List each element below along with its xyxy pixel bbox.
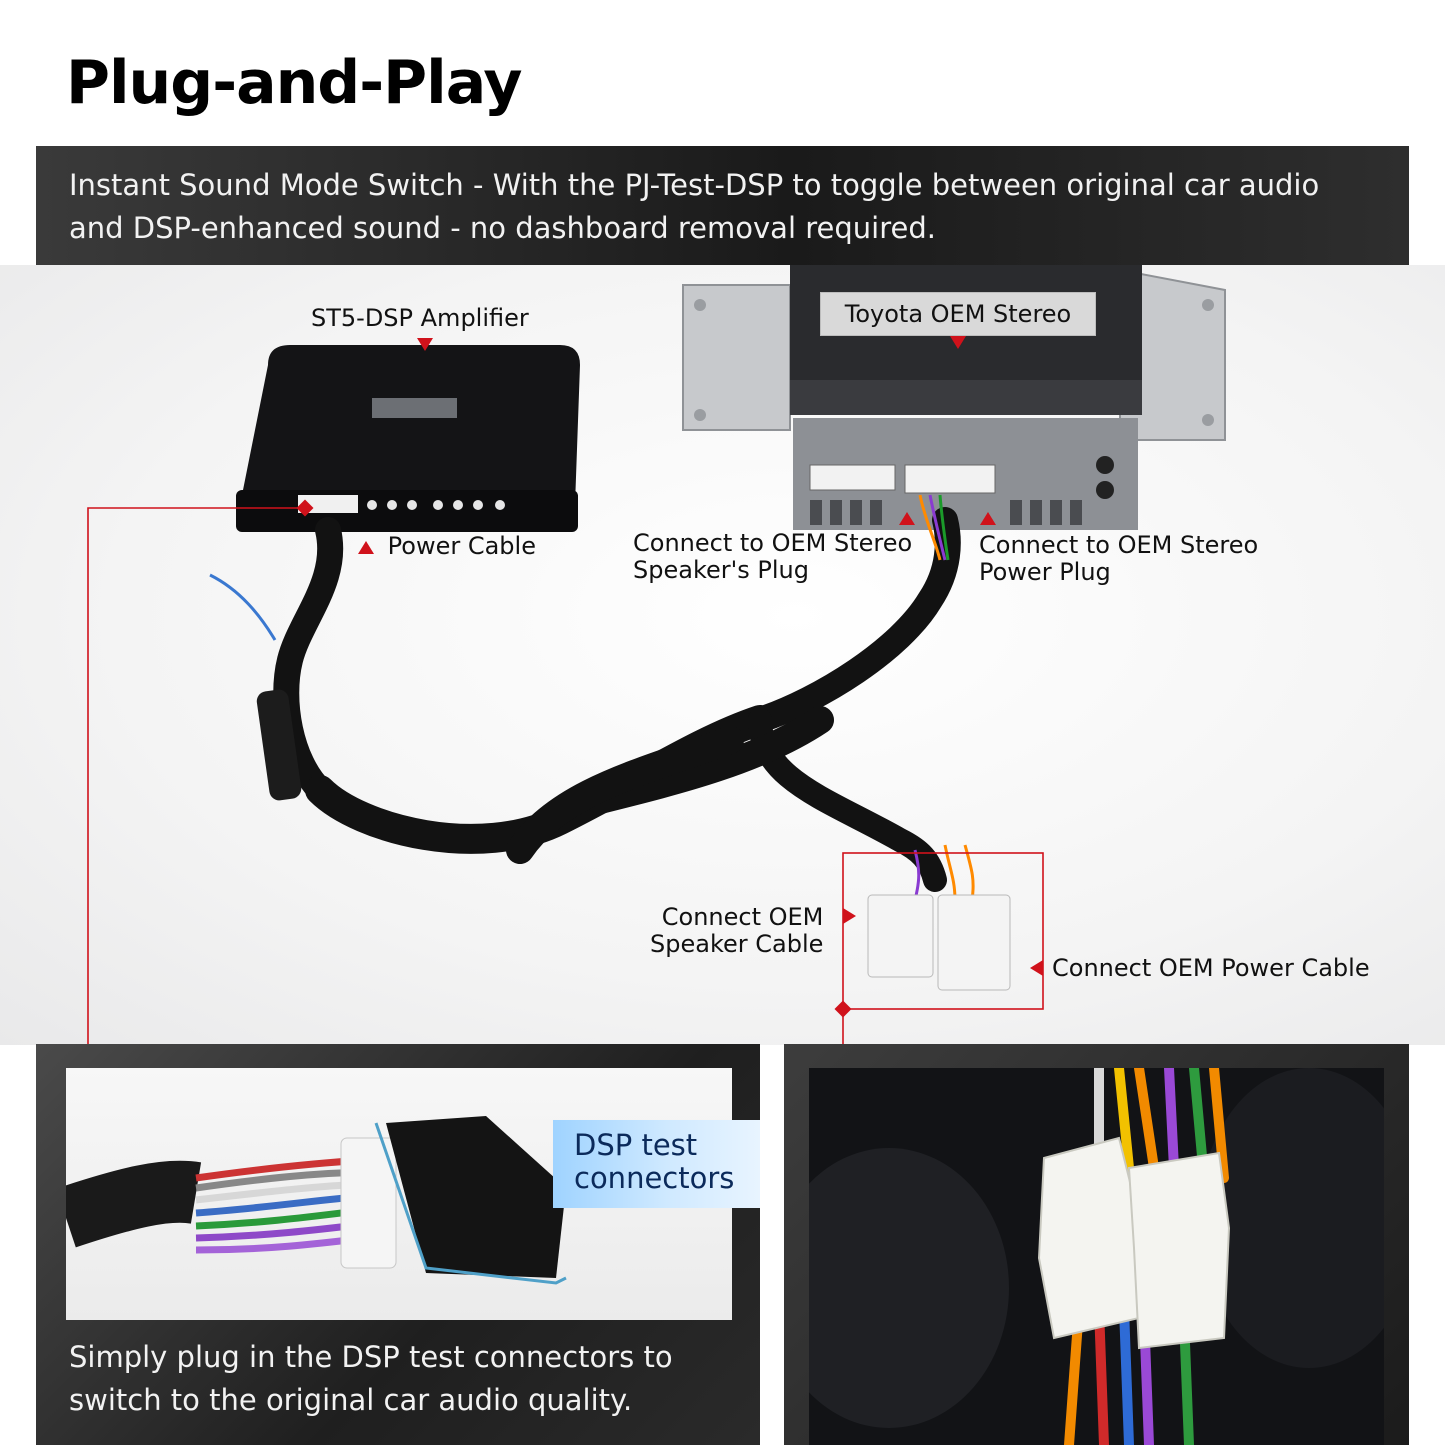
dsp-connector-illustration: [66, 1116, 567, 1285]
callout-lines: [87, 507, 1044, 1044]
stereo-label-badge: Toyota OEM Stereo: [820, 292, 1096, 336]
installed-connectors-photo: [809, 1068, 1384, 1445]
dsp-test-badge: DSP test connectors: [553, 1120, 760, 1208]
oem-power-plug-label: Connect to OEM Stereo Power Plug: [979, 531, 1259, 586]
blue-wire: [209, 573, 277, 641]
power-cable-arrow-icon: [358, 541, 374, 554]
power-cable-label: Power Cable: [387, 532, 536, 560]
oem-speaker-cable-label: Connect OEM Speaker Cable: [650, 903, 824, 958]
amplifier-arrow-icon: [417, 338, 433, 351]
power-cable-oem-arrow-icon: [1030, 960, 1043, 976]
oem-power-cable-label: Connect OEM Power Cable: [1052, 954, 1370, 982]
colored-wires: [913, 494, 975, 901]
oem-connectors: [867, 894, 1011, 991]
inline-module: [256, 689, 302, 801]
oem-install-panel: [784, 1044, 1409, 1445]
power-plug-arrow-icon: [980, 512, 996, 525]
installed-connectors-illustration: [809, 1068, 1384, 1445]
dsp-connector-panel: Simply plug in the DSP test connectors t…: [36, 1044, 760, 1445]
oem-speaker-plug-label: Connect to OEM Stereo Speaker's Plug: [633, 529, 913, 584]
speaker-cable-arrow-icon: [843, 908, 856, 924]
banner-text: Instant Sound Mode Switch - With the PJ-…: [69, 168, 1320, 245]
stereo-arrow-icon: [950, 336, 966, 349]
stereo-label: Toyota OEM Stereo: [844, 300, 1072, 328]
wiring-harness: [273, 507, 961, 892]
page-title: Plug-and-Play: [66, 48, 522, 118]
speaker-plug-arrow-icon: [899, 512, 915, 525]
dsp-caption: Simply plug in the DSP test connectors t…: [69, 1340, 673, 1417]
product-scene: [0, 265, 1445, 1045]
header-banner: Instant Sound Mode Switch - With the PJ-…: [36, 146, 1409, 265]
st5-dsp-amplifier: [236, 345, 580, 532]
dsp-test-label: DSP test connectors: [574, 1128, 735, 1195]
stereo-brackets: [682, 268, 1226, 441]
power-cable-callout: Power Cable: [358, 533, 536, 560]
amplifier-label: ST5-DSP Amplifier: [311, 304, 529, 332]
